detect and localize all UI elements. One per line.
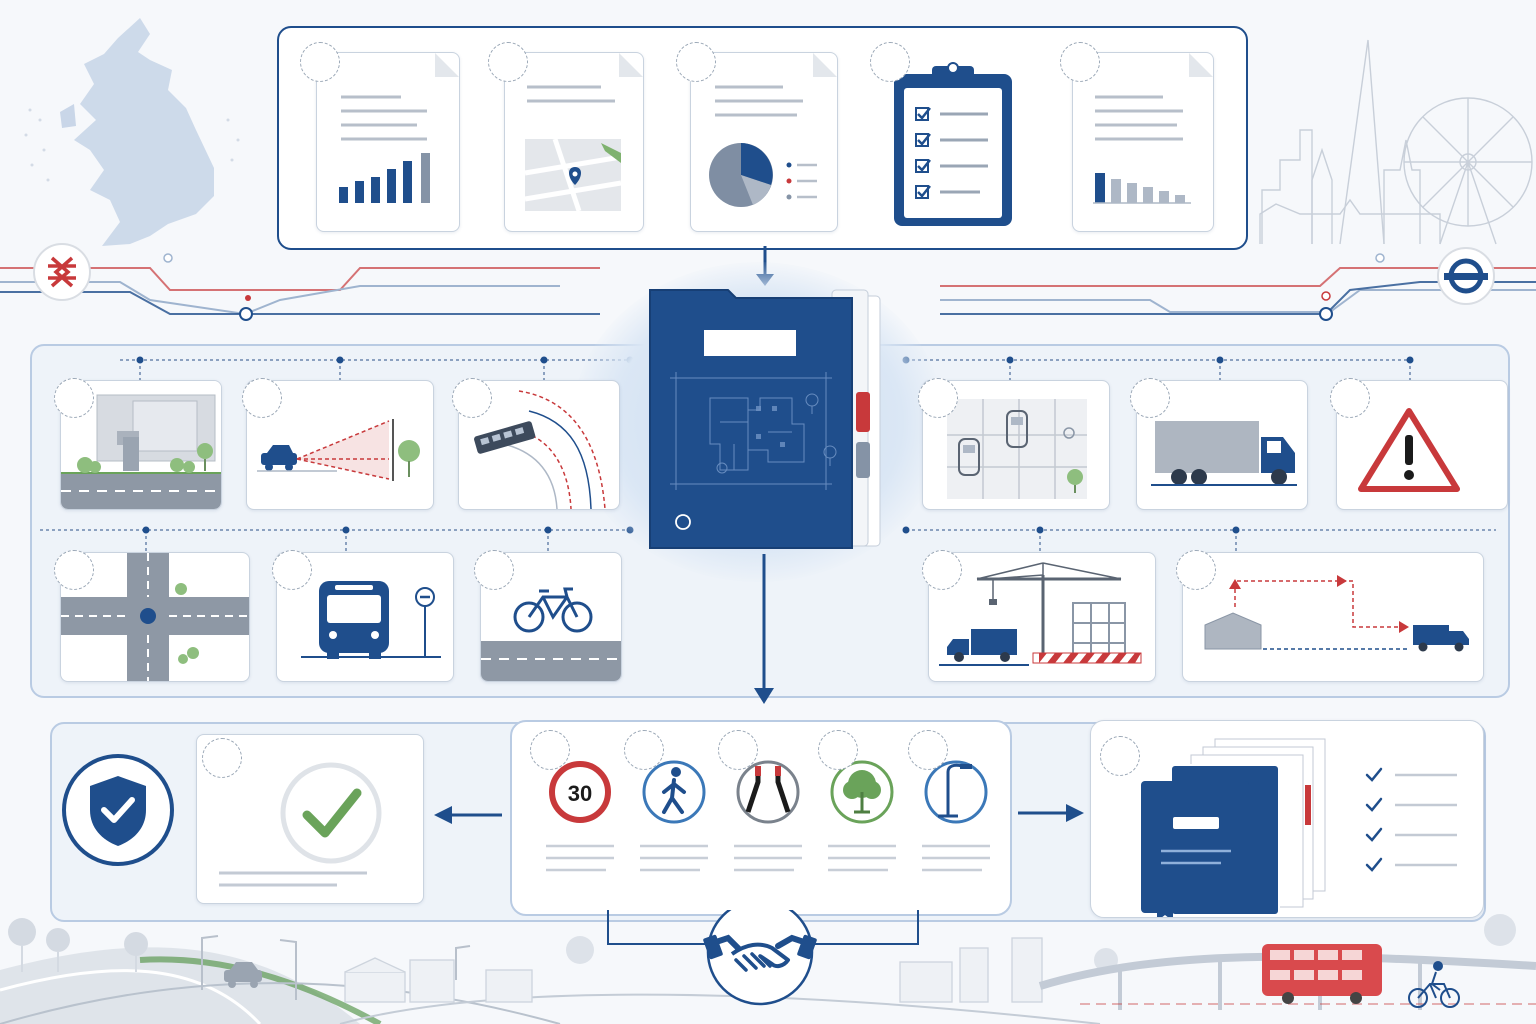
source-card-site-map[interactable] <box>504 52 644 232</box>
final-report-card[interactable] <box>1090 720 1484 918</box>
mitigation-badge-3 <box>718 730 758 770</box>
vehicle-swept-path-icon <box>474 390 606 509</box>
assessment-badge-11 <box>1176 550 1216 590</box>
double-decker-bus-icon <box>1262 944 1382 1004</box>
assessment-card-delivery-route[interactable] <box>1182 552 1484 682</box>
assessment-badge-1 <box>54 378 94 418</box>
document-map-icon <box>524 53 643 212</box>
uk-map-icon <box>74 18 214 246</box>
connector-lines <box>40 356 1496 552</box>
bottom-landscape <box>0 914 1536 1024</box>
checklist-icon <box>1365 767 1457 872</box>
bus-stop-icon <box>301 581 441 659</box>
arrow-down-icon <box>754 554 774 704</box>
national-rail-icon <box>33 243 91 301</box>
approval-card[interactable] <box>196 734 424 904</box>
assessment-badge-7 <box>918 378 958 418</box>
assessment-badge-9 <box>1330 378 1370 418</box>
tree-icon <box>830 760 894 824</box>
parking-layout-icon <box>947 399 1087 499</box>
outcome-badge-1 <box>202 738 242 778</box>
assessment-badge-2 <box>242 378 282 418</box>
source-card-checklist[interactable] <box>890 58 1016 230</box>
assessment-badge-5 <box>272 550 312 590</box>
handshake-icon <box>703 910 817 1006</box>
outcome-badge-2 <box>1100 736 1140 776</box>
clipboard-checklist-icon <box>894 62 1012 226</box>
approval-check-icon <box>219 762 382 887</box>
car-icon <box>224 962 262 988</box>
delivery-truck-icon <box>1151 421 1297 486</box>
construction-crane-icon <box>939 562 1142 666</box>
source-badge-4 <box>870 42 910 82</box>
assessment-badge-4 <box>54 550 94 590</box>
visibility-splay-icon <box>257 419 420 481</box>
source-badge-5 <box>1060 42 1100 82</box>
underground-roundel-icon <box>1437 247 1495 305</box>
source-badge-2 <box>488 42 528 82</box>
junction-icon <box>61 553 249 681</box>
arrow-left-icon <box>434 806 502 824</box>
source-badge-3 <box>676 42 716 82</box>
mitigation-icons <box>546 760 990 872</box>
arrow-right-icon <box>1018 804 1084 822</box>
document-pie-chart-icon <box>709 53 837 207</box>
source-card-traffic-data[interactable] <box>316 52 460 232</box>
warning-icon <box>1358 408 1460 492</box>
street-light-icon <box>924 760 988 824</box>
cyclist-icon <box>1408 961 1460 1008</box>
mitigation-badge-1 <box>530 730 570 770</box>
assessment-badge-3 <box>452 378 492 418</box>
pedestrian-sign-icon <box>642 760 706 824</box>
london-skyline <box>1259 39 1533 245</box>
delivery-route-icon <box>1204 575 1469 652</box>
speed-limit-value: 30 <box>568 781 592 806</box>
source-card-survey-results[interactable] <box>1072 52 1214 232</box>
assessment-badge-10 <box>922 550 962 590</box>
assessment-badge-8 <box>1130 378 1170 418</box>
speed-limit-sign-icon <box>549 761 611 823</box>
mitigation-badge-4 <box>818 730 858 770</box>
mitigation-badge-2 <box>624 730 664 770</box>
assessment-badge-6 <box>474 550 514 590</box>
source-badge-1 <box>300 42 340 82</box>
cycle-lane-icon <box>481 587 621 681</box>
mitigation-badge-5 <box>908 730 948 770</box>
handshake-connector <box>607 910 919 1006</box>
document-bar-chart-icon <box>1093 53 1213 204</box>
transport-assessment-binder[interactable] <box>640 282 888 554</box>
shield-check-icon <box>62 754 174 866</box>
road-narrows-sign-icon <box>736 760 800 824</box>
speed-limit-number: 30 <box>568 781 592 806</box>
document-bar-chart-icon <box>339 53 459 203</box>
source-card-modal-split[interactable] <box>690 52 838 232</box>
report-bundle-icon <box>1141 738 1326 917</box>
assessment-card-construction[interactable] <box>928 552 1156 682</box>
